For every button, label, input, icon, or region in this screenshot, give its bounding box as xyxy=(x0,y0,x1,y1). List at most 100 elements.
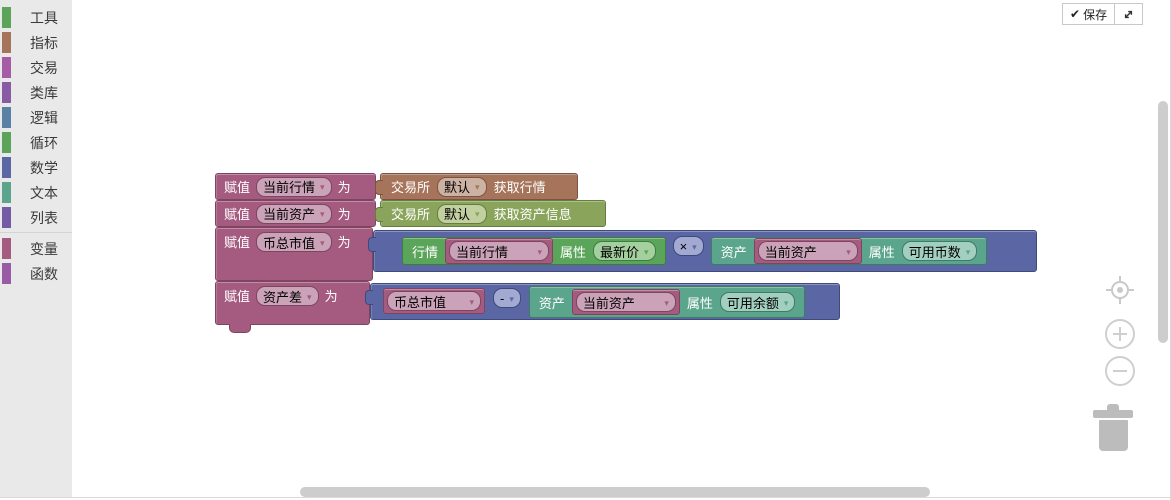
sidebar-item-math[interactable]: 数学 xyxy=(0,155,72,180)
sidebar-item-label: 工具 xyxy=(30,9,58,26)
trash-lid xyxy=(1093,410,1133,418)
expand-button[interactable] xyxy=(1114,3,1144,25)
category-color-bar xyxy=(2,263,11,284)
category-color-bar xyxy=(2,32,11,53)
to-keyword: 为 xyxy=(337,180,351,195)
workspace-toolbar: ✔ 保存 xyxy=(1062,3,1144,25)
sidebar-item-label: 逻辑 xyxy=(30,109,58,126)
block-variable-get[interactable]: 当前资产 ▾ xyxy=(753,238,862,264)
block-assign-account[interactable]: 赋值 当前资产 ▾ 为 xyxy=(215,200,376,227)
operator-dropdown[interactable]: × ▾ xyxy=(672,236,704,256)
variable-dropdown[interactable]: 当前资产 ▾ xyxy=(575,292,676,312)
variable-dropdown[interactable]: 资产差 ▾ xyxy=(256,286,319,306)
property-dropdown[interactable]: 可用余额 ▾ xyxy=(719,292,796,312)
variable-dropdown[interactable]: 当前行情 ▾ xyxy=(449,241,550,261)
assign-keyword: 赋值 xyxy=(224,235,251,250)
dropdown-arrow-icon: ▾ xyxy=(469,296,474,307)
to-keyword: 为 xyxy=(324,289,338,304)
category-color-bar xyxy=(2,207,11,228)
block-subtract-expression[interactable]: 币总市值 ▾ - ▾ 资产 当前资产 ▾ 属性 可用余额 ▾ xyxy=(365,283,840,320)
method-label: 获取资产信息 xyxy=(493,207,572,222)
block-assign-market-cap[interactable]: 赋值 币总市值 ▾ 为 xyxy=(215,227,373,281)
assign-keyword: 赋值 xyxy=(224,289,251,304)
dropdown-arrow-icon: ▾ xyxy=(320,237,325,248)
variable-dropdown[interactable]: 当前资产 ▾ xyxy=(757,241,858,261)
variable-dropdown[interactable]: 当前资产 ▾ xyxy=(256,203,332,224)
zoom-in-button[interactable] xyxy=(1104,318,1136,350)
dropdown-arrow-icon: ▾ xyxy=(692,241,697,252)
assign-keyword: 赋值 xyxy=(224,180,251,195)
sidebar-item-tools[interactable]: 工具 xyxy=(0,5,72,30)
variable-dropdown[interactable]: 币总市值 ▾ xyxy=(387,291,481,311)
sidebar-item-variables[interactable]: 变量 xyxy=(0,236,72,261)
sidebar-item-label: 变量 xyxy=(30,240,58,257)
exchange-keyword: 交易所 xyxy=(391,180,431,195)
block-account-property[interactable]: 资产 当前资产 ▾ 属性 可用币数 ▾ xyxy=(710,237,988,265)
block-ticker-property[interactable]: 行情 当前行情 ▾ 属性 最新价 ▾ xyxy=(402,237,666,265)
dropdown-arrow-icon: ▾ xyxy=(320,182,325,192)
block-exchange-get-account[interactable]: 交易所 默认 ▾ 获取资产信息 xyxy=(375,200,606,227)
sidebar-item-lists[interactable]: 列表 xyxy=(0,205,72,230)
sidebar-item-trade[interactable]: 交易 xyxy=(0,55,72,80)
zoom-out-button[interactable] xyxy=(1104,355,1136,387)
sidebar-item-label: 函数 xyxy=(30,265,58,282)
block-next-connection-tab xyxy=(229,324,251,333)
sidebar-item-label: 指标 xyxy=(30,34,58,51)
save-button-label: 保存 xyxy=(1083,7,1108,22)
category-color-bar xyxy=(2,132,11,153)
sidebar-item-label: 文本 xyxy=(30,184,58,201)
exchange-mode-dropdown[interactable]: 默认 ▾ xyxy=(437,203,487,224)
block-exchange-get-ticker[interactable]: 交易所 默认 ▾ 获取行情 xyxy=(375,173,578,200)
operator-dropdown[interactable]: - ▾ xyxy=(493,288,521,308)
category-color-bar xyxy=(2,7,11,28)
category-color-bar xyxy=(2,157,11,178)
sidebar-item-label: 循环 xyxy=(30,134,58,151)
sidebar-item-label: 类库 xyxy=(30,84,58,101)
block-variable-get[interactable]: 当前资产 ▾ xyxy=(571,289,680,315)
trash-button[interactable] xyxy=(1092,404,1134,451)
dropdown-arrow-icon: ▾ xyxy=(475,182,480,192)
block-assign-asset-diff[interactable]: 赋值 资产差 ▾ 为 xyxy=(215,281,370,325)
exchange-mode-dropdown[interactable]: 默认 ▾ xyxy=(437,176,487,197)
block-assign-ticker[interactable]: 赋值 当前行情 ▾ 为 xyxy=(215,173,376,200)
sidebar-item-indicators[interactable]: 指标 xyxy=(0,30,72,55)
dropdown-arrow-icon: ▾ xyxy=(965,246,971,257)
exchange-keyword: 交易所 xyxy=(391,207,431,222)
dropdown-arrow-icon: ▾ xyxy=(537,246,543,257)
sidebar-item-libraries[interactable]: 类库 xyxy=(0,80,72,105)
sidebar-divider xyxy=(0,232,72,233)
property-dropdown[interactable]: 最新价 ▾ xyxy=(593,241,656,261)
save-button[interactable]: ✔ 保存 xyxy=(1062,3,1116,25)
dropdown-arrow-icon: ▾ xyxy=(307,291,312,302)
sidebar-item-functions[interactable]: 函数 xyxy=(0,261,72,286)
block-multiply-expression[interactable]: 行情 当前行情 ▾ 属性 最新价 ▾ × ▾ 资产 当前资产 ▾ 属性 可用币数… xyxy=(368,230,1037,272)
property-dropdown[interactable]: 可用币数 ▾ xyxy=(901,241,978,261)
block-variable-get[interactable]: 当前行情 ▾ xyxy=(445,238,554,264)
sidebar-item-loops[interactable]: 循环 xyxy=(0,130,72,155)
trash-can-body xyxy=(1098,420,1128,451)
property-keyword: 属性 xyxy=(560,244,587,260)
sidebar-item-logic[interactable]: 逻辑 xyxy=(0,105,72,130)
crosshair-dot xyxy=(1117,287,1123,293)
check-icon: ✔ xyxy=(1070,7,1081,21)
market-keyword: 行情 xyxy=(412,244,439,260)
sidebar-item-label: 交易 xyxy=(30,59,58,76)
category-color-bar xyxy=(2,107,11,128)
horizontal-scrollbar[interactable] xyxy=(300,487,930,497)
bottom-border xyxy=(0,497,1171,498)
zoom-reset-button[interactable] xyxy=(1104,274,1136,306)
vertical-scrollbar[interactable] xyxy=(1158,101,1168,343)
block-account-property[interactable]: 资产 当前资产 ▾ 属性 可用余额 ▾ xyxy=(528,286,806,318)
sidebar-item-label: 数学 xyxy=(30,159,58,176)
dropdown-arrow-icon: ▾ xyxy=(475,209,480,219)
block-variable-get[interactable]: 币总市值 ▾ xyxy=(383,288,485,314)
sidebar-item-text[interactable]: 文本 xyxy=(0,180,72,205)
property-keyword: 属性 xyxy=(868,244,895,260)
sidebar-item-label: 列表 xyxy=(30,209,58,226)
asset-keyword: 资产 xyxy=(538,295,565,311)
plus-icon xyxy=(1105,319,1135,349)
variable-dropdown[interactable]: 当前行情 ▾ xyxy=(256,176,332,197)
method-label: 获取行情 xyxy=(493,180,546,195)
variable-dropdown[interactable]: 币总市值 ▾ xyxy=(256,232,332,252)
trash-lid-handle xyxy=(1107,404,1119,410)
